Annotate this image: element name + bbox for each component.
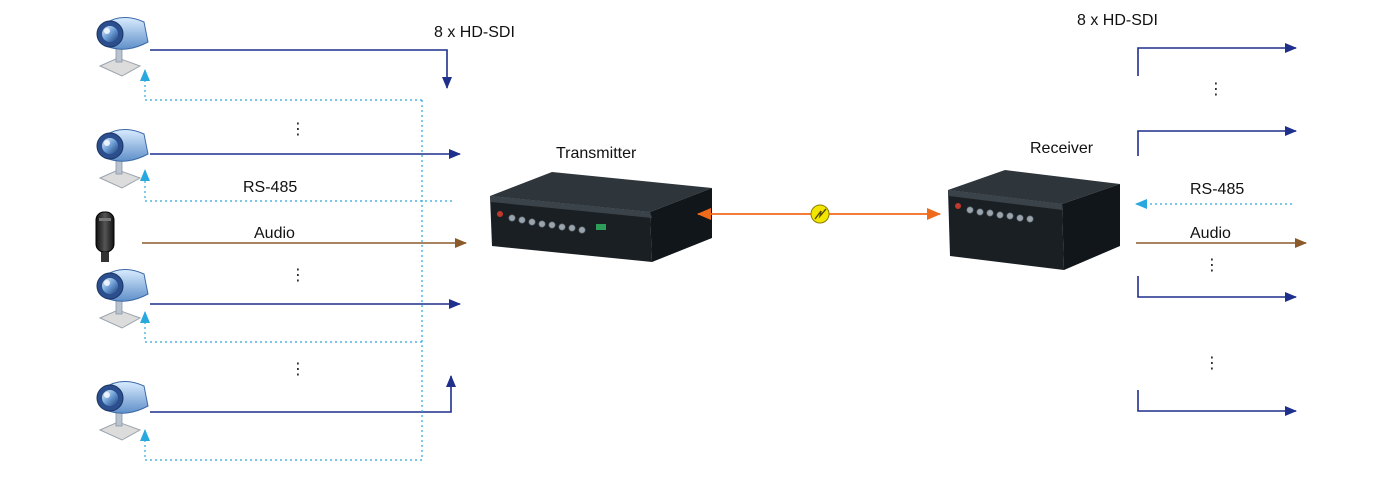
- camera-1-icon: [96, 16, 149, 77]
- ellipsis-right-3: ⋮: [1204, 355, 1220, 372]
- fiber-link-icon: [810, 204, 830, 224]
- ellipsis-left-3: ⋮: [290, 361, 306, 378]
- receiver-label: Receiver: [1030, 140, 1094, 157]
- transmitter-label: Transmitter: [556, 145, 637, 162]
- rs485-label-right: RS-485: [1190, 181, 1244, 198]
- microphone-icon: [95, 211, 115, 262]
- video-lines-right: [1137, 43, 1297, 416]
- hd-sdi-label-right: 8 x HD-SDI: [1077, 12, 1158, 29]
- ellipsis-right-1: ⋮: [1208, 81, 1224, 98]
- receiver-device-icon: [948, 170, 1120, 270]
- ellipsis-left-2: ⋮: [290, 267, 306, 284]
- rs485-lines-left: [140, 69, 452, 461]
- audio-label-left: Audio: [254, 225, 295, 242]
- audio-label-right: Audio: [1190, 225, 1231, 242]
- camera-3-icon: [96, 268, 149, 329]
- ellipsis-left-1: ⋮: [290, 121, 306, 138]
- hd-sdi-label-left: 8 x HD-SDI: [434, 24, 515, 41]
- camera-2-icon: [96, 128, 149, 189]
- ellipsis-right-2: ⋮: [1204, 257, 1220, 274]
- video-line-4: [150, 375, 456, 413]
- transmitter-device-icon: [490, 172, 712, 262]
- camera-4-icon: [96, 380, 149, 441]
- rs485-label-left: RS-485: [243, 179, 297, 196]
- video-line-1: [150, 49, 452, 89]
- video-lines-left: [150, 49, 461, 413]
